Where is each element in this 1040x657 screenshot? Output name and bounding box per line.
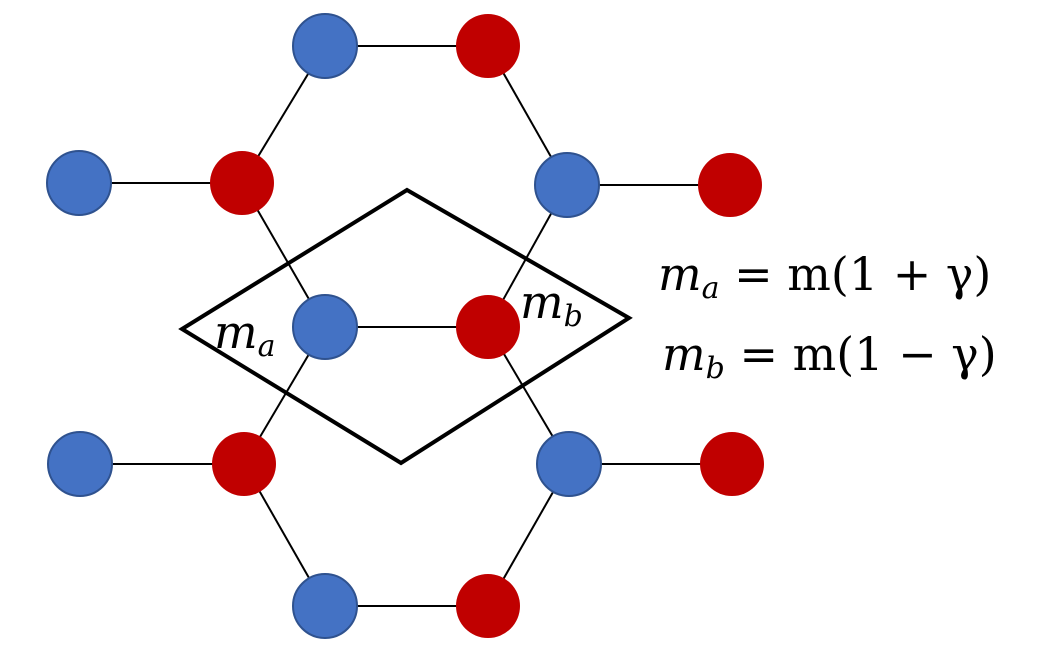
site-b [456, 295, 520, 359]
equation-mb: mb = m(1 − γ) [662, 327, 997, 386]
site-b [456, 574, 520, 638]
site-b [210, 151, 274, 215]
equation-ma: ma = m(1 + γ) [658, 247, 991, 306]
sites [46, 13, 764, 639]
site-b [698, 153, 762, 217]
site-b [700, 432, 764, 496]
label-ma: ma [214, 305, 276, 364]
site-a [47, 431, 113, 497]
site-a [46, 150, 112, 216]
site-b [212, 432, 276, 496]
site-a [292, 294, 358, 360]
unit-cell-rhombus [178, 187, 633, 466]
site-a [534, 152, 600, 218]
label-mb: mb [520, 275, 583, 334]
bonds [79, 45, 732, 607]
site-b [456, 14, 520, 78]
site-a [292, 13, 358, 79]
site-a [292, 573, 358, 639]
site-a [536, 431, 602, 497]
